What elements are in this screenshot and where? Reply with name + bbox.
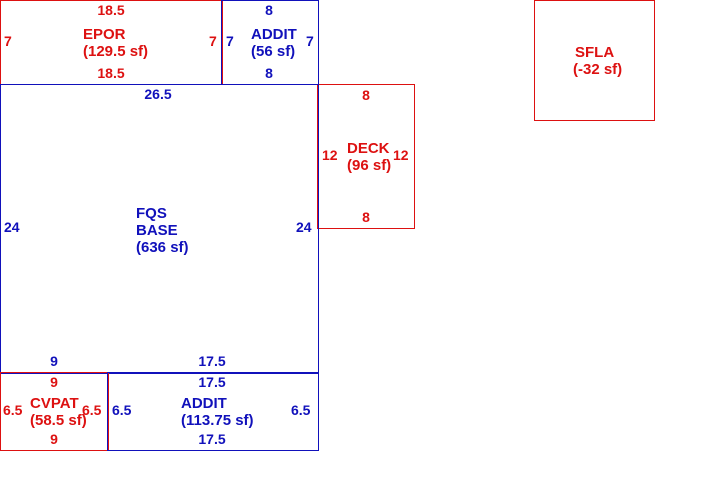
cvpat-top-dim: 9: [50, 374, 58, 390]
sfla-outline: [534, 0, 655, 121]
cvpat-left-dim: 6.5: [3, 402, 23, 418]
cvpat-name: CVPAT: [30, 395, 79, 412]
epor-name: EPOR: [83, 26, 126, 43]
deck-right-dim: 12: [393, 147, 409, 163]
addit-bottom-area: (113.75 sf): [181, 412, 254, 429]
addit-top-name: ADDIT: [251, 26, 297, 43]
cvpat-outline: [0, 372, 109, 451]
epor-label: EPOR (129.5 sf): [83, 26, 148, 60]
cvpat-bottom-dim: 9: [50, 431, 58, 447]
base-name-line2: BASE: [136, 222, 178, 239]
addit-bottom-top-dim: 17.5: [198, 374, 226, 390]
base-bottom-right-dim: 17.5: [198, 353, 226, 369]
deck-outline: [317, 84, 415, 229]
deck-bottom-dim: 8: [362, 209, 370, 225]
addit-top-label: ADDIT (56 sf): [251, 26, 297, 60]
addit-top-area: (56 sf): [251, 43, 296, 60]
cvpat-label: CVPAT (58.5 sf): [30, 395, 87, 429]
addit-bottom-right-dim: 6.5: [291, 402, 311, 418]
base-area: (636 sf): [136, 239, 189, 256]
sfla-name: SFLA: [575, 44, 615, 61]
sfla-label: SFLA (-32 sf): [573, 44, 622, 78]
addit-bottom-bottom-dim: 17.5: [198, 431, 226, 447]
addit-top-bottom-dim: 8: [265, 65, 273, 81]
sfla-area: (-32 sf): [573, 61, 623, 78]
epor-area: (129.5 sf): [83, 43, 149, 60]
epor-left-dim: 7: [4, 33, 12, 49]
addit-top-left-dim: 7: [226, 33, 234, 49]
cvpat-right-dim: 6.5: [82, 402, 102, 418]
epor-top-dim: 18.5: [97, 2, 125, 18]
deck-name: DECK: [347, 140, 390, 157]
deck-left-dim: 12: [322, 147, 338, 163]
deck-area: (96 sf): [347, 157, 392, 174]
addit-bottom-outline: [107, 372, 319, 451]
addit-bottom-label: ADDIT (113.75 sf): [181, 395, 254, 429]
base-label: FQS BASE (636 sf): [136, 205, 189, 256]
base-outline: [0, 84, 319, 374]
epor-bottom-dim: 18.5: [97, 65, 125, 81]
base-bottom-left-dim: 9: [50, 353, 58, 369]
cvpat-area: (58.5 sf): [30, 412, 87, 429]
addit-top-right-dim: 7: [306, 33, 314, 49]
addit-bottom-name: ADDIT: [181, 395, 227, 412]
deck-top-dim: 8: [362, 87, 370, 103]
epor-right-dim: 7: [209, 33, 217, 49]
base-name-line1: FQS: [136, 205, 167, 222]
base-right-dim: 24: [296, 219, 312, 235]
base-top-dim: 26.5: [144, 86, 172, 102]
addit-top-top-dim: 8: [265, 2, 273, 18]
addit-bottom-left-dim: 6.5: [112, 402, 132, 418]
base-left-dim: 24: [4, 219, 20, 235]
deck-label: DECK (96 sf): [347, 140, 391, 174]
